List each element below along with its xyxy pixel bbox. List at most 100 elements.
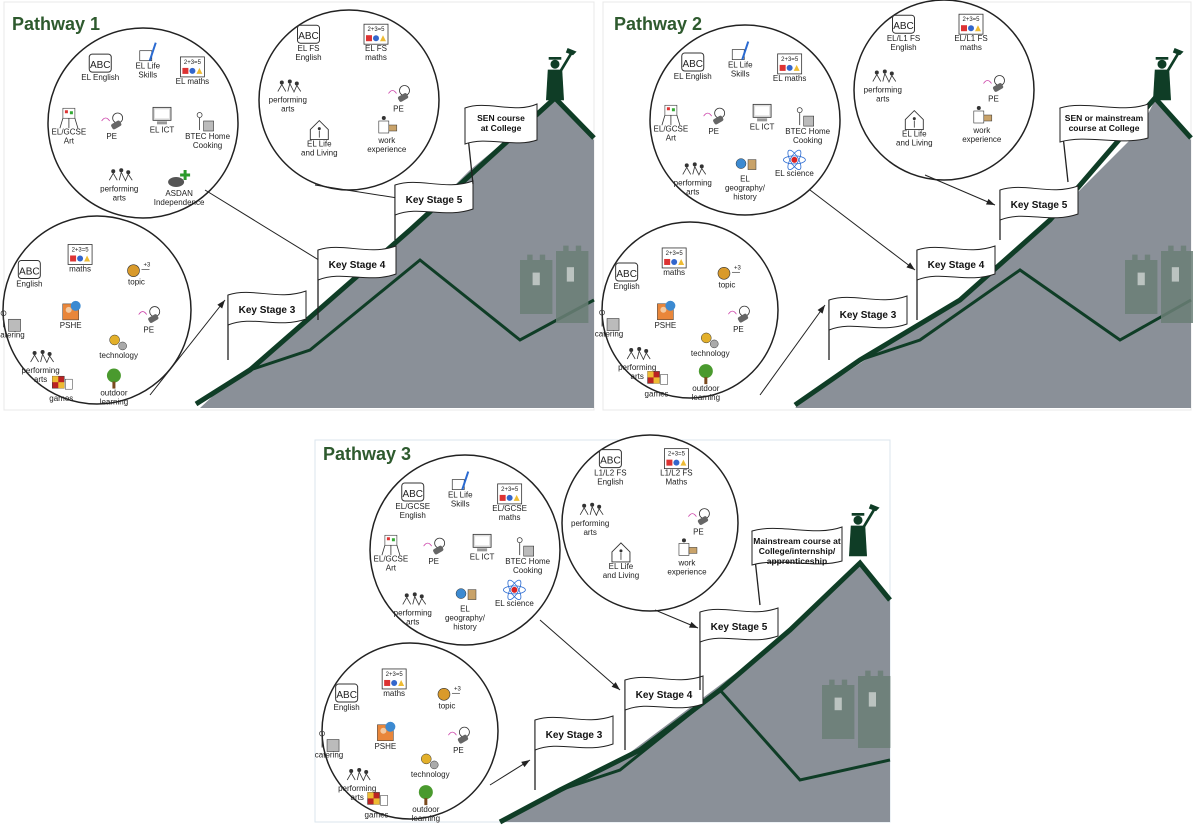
subject-label: and Living <box>896 139 932 148</box>
tree-icon <box>106 368 121 389</box>
subject-label: and Living <box>301 149 337 158</box>
mountain-ridge <box>859 268 1192 362</box>
goal-label: College/internship/ <box>759 546 836 556</box>
castle-silhouette <box>1125 245 1193 324</box>
catering-icon <box>0 310 21 332</box>
technology-icon <box>420 753 439 770</box>
subject-label: EL Life <box>902 130 927 139</box>
subject-label: learning <box>100 398 128 407</box>
svg-text:ABC: ABC <box>616 269 637 280</box>
abc-icon: ABC <box>88 53 112 73</box>
performing-arts-icon <box>682 162 707 176</box>
maths-icon: 2+3=5 <box>664 448 689 470</box>
maths-icon: 2+3=5 <box>958 13 984 35</box>
goal-flag: Mainstream course atCollege/internship/a… <box>751 526 843 606</box>
subject-label: Art <box>64 136 75 145</box>
svg-text:2+3=5: 2+3=5 <box>501 487 519 493</box>
subject-label: outdoor <box>412 805 439 814</box>
goal-label: SEN or mainstream <box>1065 113 1144 123</box>
subject-label: EL <box>740 175 750 184</box>
key-stage-flag: Key Stage 3 <box>227 290 307 360</box>
subject-label: work <box>678 558 697 567</box>
svg-text:2+3=5: 2+3=5 <box>184 60 202 66</box>
cooking-icon <box>196 112 214 132</box>
abc-icon: ABC <box>681 52 705 72</box>
performing-arts-icon <box>579 502 604 516</box>
pathway-3-panel: Pathway 3ABCEnglish2+3=5maths+3topiccate… <box>315 434 892 825</box>
subject-label: EL ICT <box>470 552 495 561</box>
subject-item: PE <box>688 508 710 537</box>
catering-icon <box>599 309 620 331</box>
topic-icon: +3 <box>717 265 741 280</box>
subject-label: Cooking <box>193 141 222 150</box>
subject-label: EL/L1 FS <box>887 34 920 43</box>
subject-label: EL FS <box>365 44 387 53</box>
subject-label: Independence <box>154 198 205 207</box>
abc-icon: ABC <box>892 14 915 34</box>
flag-cloth <box>227 290 307 326</box>
subject-label: topic <box>439 701 456 710</box>
maths-icon: 2+3=5 <box>363 23 389 45</box>
subject-label: Cooking <box>513 566 542 575</box>
subject-label: arts <box>34 375 47 384</box>
subject-item: games <box>365 792 389 819</box>
pe-icon <box>703 107 726 125</box>
subject-label: EL Life <box>307 140 332 149</box>
subject-label: work <box>972 126 991 135</box>
maths-icon: 2+3=5 <box>661 247 687 269</box>
goal-label: at College <box>481 123 522 133</box>
svg-text:ABC: ABC <box>682 59 703 70</box>
castle-silhouette <box>822 670 891 748</box>
abc-icon: ABC <box>598 449 622 469</box>
subject-circle <box>853 0 1035 181</box>
arrow <box>149 299 226 396</box>
key-stage-flag: Key Stage 3 <box>828 295 908 360</box>
graduate-figure <box>849 504 880 557</box>
pshe-icon <box>657 300 676 321</box>
flag-cloth <box>317 245 397 281</box>
abc-icon: ABC <box>401 482 425 502</box>
abc-icon: ABC <box>615 262 639 282</box>
subject-item: PE <box>388 85 410 114</box>
goal-label: apprenticeship <box>767 556 827 566</box>
work-icon <box>973 106 993 124</box>
pathway-2-panel: Pathway 2ABCEnglish2+3=5maths+3topiccate… <box>595 0 1193 408</box>
subject-circle <box>2 215 192 405</box>
subject-label: catering <box>315 751 343 760</box>
work-icon <box>378 116 398 134</box>
svg-text:ABC: ABC <box>600 456 621 467</box>
flag-label: Key Stage 4 <box>636 690 693 701</box>
subject-label: Skills <box>731 70 750 79</box>
subject-label: L1/L2 FS <box>594 469 626 478</box>
pathway-title: Pathway 2 <box>614 14 702 34</box>
games-icon <box>52 375 73 390</box>
subject-item: PSHE <box>60 300 82 330</box>
subject-item: technology <box>99 334 138 360</box>
flag-label: Key Stage 3 <box>546 730 603 741</box>
subject-item: catering <box>595 309 623 339</box>
subject-label: performing <box>674 178 712 187</box>
subject-label: BTEC Home <box>185 132 230 141</box>
subject-item: EL science <box>775 149 814 178</box>
svg-text:2+3=5: 2+3=5 <box>666 251 684 257</box>
performing-arts-icon <box>402 592 427 606</box>
